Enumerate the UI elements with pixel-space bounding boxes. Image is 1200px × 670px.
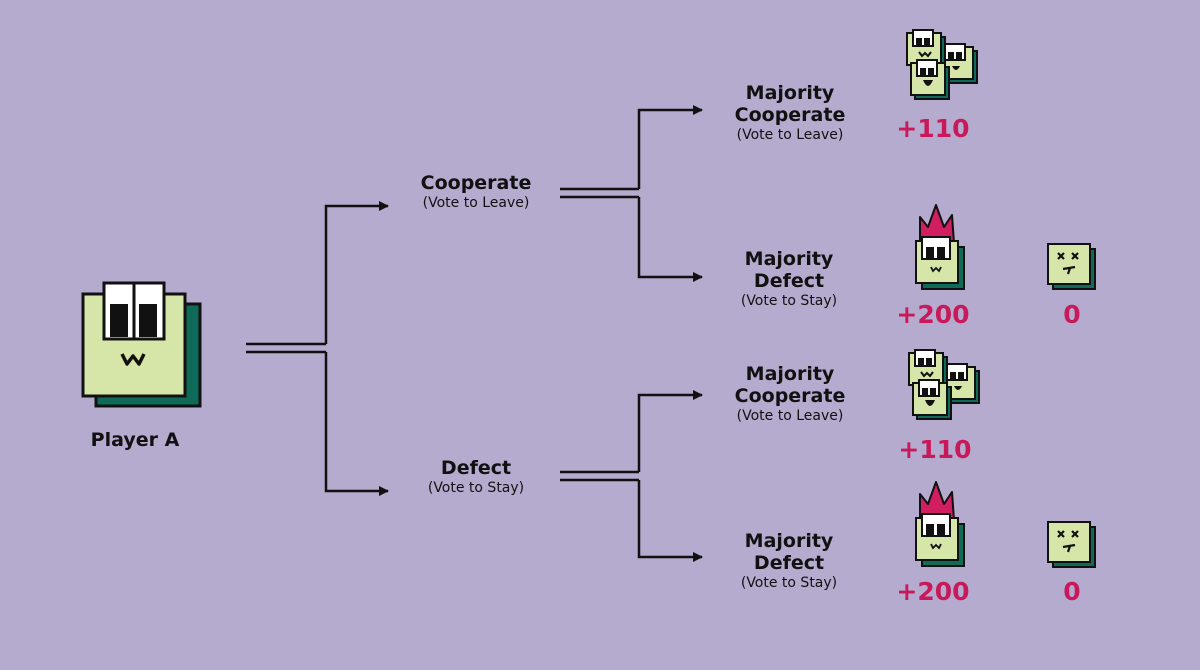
choice-cooperate: Cooperate (Vote to Leave) — [396, 172, 556, 211]
outcome-3-title-line1: Majority — [745, 363, 835, 385]
branch-arrow-coop-majcoop — [637, 105, 703, 189]
outcome-3: Majority Cooperate (Vote to Leave) — [710, 363, 870, 424]
branch-arrow-defect-majcoop — [637, 390, 703, 472]
payoff-4-other: 0 — [1063, 577, 1081, 606]
choice-cooperate-subtitle: (Vote to Leave) — [422, 194, 530, 211]
outcome-3-subtitle: (Vote to Leave) — [736, 407, 844, 424]
outcome-2-title-line1: Majority — [744, 248, 834, 270]
crowned-block-icon — [915, 481, 965, 567]
outcome-4-subtitle: (Vote to Stay) — [740, 574, 838, 591]
crowned-block-icon — [915, 204, 965, 290]
choice-defect: Defect (Vote to Stay) — [396, 457, 556, 496]
dead-block-icon — [1047, 243, 1096, 290]
outcome-4-title-line2: Defect — [753, 551, 825, 574]
payoff-2-other: 0 — [1063, 300, 1081, 329]
outcome-1: Majority Cooperate (Vote to Leave) — [710, 82, 870, 143]
outcome-3-title-line2: Cooperate — [734, 384, 846, 407]
outcome-2: Majority Defect (Vote to Stay) — [709, 248, 869, 309]
group-blocks-icon — [908, 349, 980, 420]
player-label: Player A — [90, 429, 180, 451]
choice-defect-subtitle: (Vote to Stay) — [427, 479, 525, 496]
outcome-1-title-line2: Cooperate — [734, 103, 846, 126]
player-block-icon — [81, 281, 202, 408]
outcome-1-title-line1: Majority — [745, 82, 835, 104]
branch-arrow-defect-majdefect — [637, 480, 703, 562]
payoff-4-defector: +200 — [896, 577, 970, 606]
payoff-2-defector: +200 — [896, 300, 970, 329]
payoff-3-group: +110 — [898, 435, 972, 464]
choice-defect-title: Defect — [440, 457, 512, 479]
branch-arrow-coop-majdefect — [637, 197, 703, 282]
branch-arrow-defect — [324, 352, 389, 496]
group-blocks-icon — [906, 29, 978, 100]
outcome-1-subtitle: (Vote to Leave) — [736, 126, 844, 143]
dead-block-icon — [1047, 521, 1096, 568]
choice-cooperate-title: Cooperate — [420, 172, 532, 194]
outcome-2-subtitle: (Vote to Stay) — [740, 292, 838, 309]
payoff-1-group: +110 — [896, 114, 970, 143]
outcome-2-title-line2: Defect — [753, 269, 825, 292]
outcome-4-title-line1: Majority — [744, 530, 834, 552]
outcome-4: Majority Defect (Vote to Stay) — [709, 530, 869, 591]
branch-arrow-cooperate — [324, 201, 389, 344]
